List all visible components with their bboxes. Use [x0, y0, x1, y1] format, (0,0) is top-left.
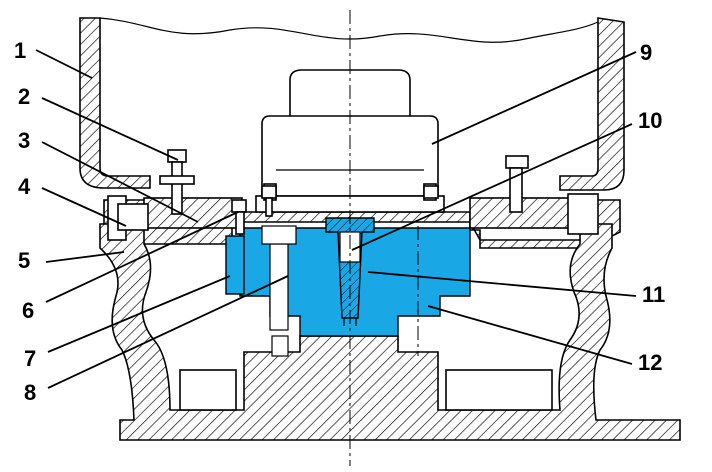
callout-10: 10 [638, 108, 662, 133]
callout-2: 2 [18, 84, 30, 109]
callout-5: 5 [18, 248, 30, 273]
lower-housing [99, 223, 681, 441]
callout-9: 9 [640, 40, 652, 65]
leader-lines [35, 49, 637, 389]
bolt-2 [159, 149, 195, 215]
tank-vessel [79, 17, 625, 191]
callout-6: 6 [22, 298, 34, 323]
callout-3: 3 [18, 128, 30, 153]
bolt-4 [107, 195, 149, 241]
bolt-right-side [423, 155, 599, 235]
callout-8: 8 [24, 380, 36, 405]
callout-7: 7 [24, 346, 36, 371]
callout-1: 1 [14, 38, 26, 63]
callout-4: 4 [18, 174, 31, 199]
bolt-6 [231, 185, 277, 235]
callout-12: 12 [638, 350, 662, 375]
callout-11: 11 [642, 282, 665, 307]
